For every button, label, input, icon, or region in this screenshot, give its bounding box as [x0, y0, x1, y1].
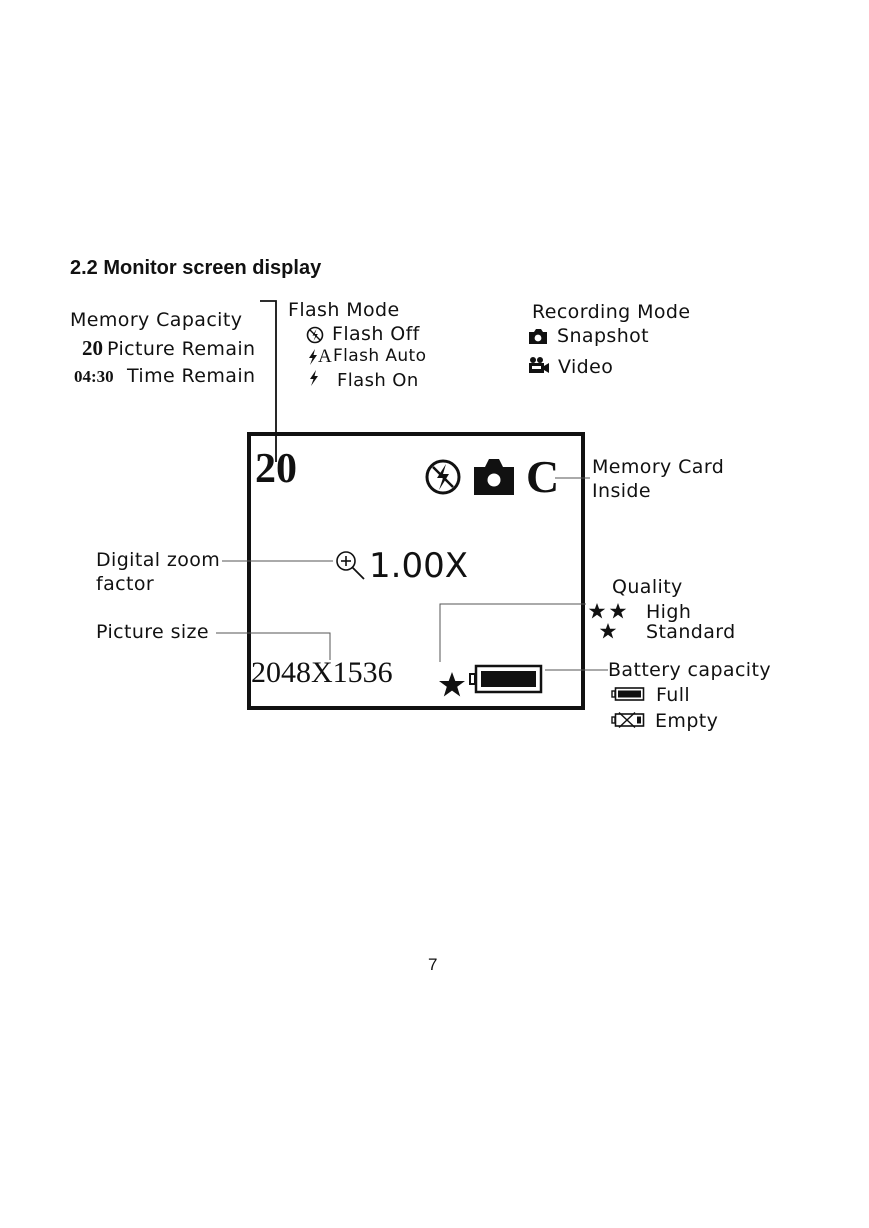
memory-time-value: 04:30 [74, 367, 114, 386]
battery-empty-label: Empty [655, 710, 719, 732]
video-camera-icon [529, 357, 549, 373]
screen-quality-star-icon [439, 672, 465, 697]
recording-snapshot-label: Snapshot [557, 325, 650, 347]
quality-high-label: High [646, 601, 692, 623]
battery-title: Battery capacity [608, 659, 771, 681]
memory-capacity-title: Memory Capacity [70, 309, 243, 331]
memory-picture-label: Picture Remain [107, 338, 256, 360]
monitor-screen [247, 432, 585, 710]
memory-card-line1: Memory Card [592, 456, 725, 478]
zoom-magnifier-icon [336, 551, 365, 580]
memory-card-line2: Inside [592, 480, 651, 502]
memory-picture-count: 20 [82, 336, 103, 360]
screen-battery-icon [469, 664, 543, 694]
flash-mode-title: Flash Mode [288, 299, 400, 321]
flash-auto-label: Flash Auto [333, 346, 427, 366]
battery-full-label: Full [656, 684, 691, 706]
flash-auto-letter: A [318, 346, 332, 367]
standard-quality-star-icon [599, 623, 617, 639]
picture-size-label: Picture size [96, 621, 210, 643]
flash-on-icon [310, 370, 318, 386]
screen-zoom-value: 1.00X [369, 546, 468, 586]
recording-video-label: Video [558, 356, 614, 378]
section-heading: 2.2 Monitor screen display [70, 257, 322, 279]
screen-picture-count: 20 [255, 446, 297, 492]
high-quality-stars-icon [588, 603, 627, 619]
flash-off-icon [306, 326, 324, 344]
zoom-label-line2: factor [96, 573, 155, 595]
battery-empty-icon [611, 712, 645, 728]
flash-on-label: Flash On [337, 370, 419, 391]
screen-picture-size: 2048X1536 [251, 656, 393, 689]
page-number: 7 [428, 955, 438, 974]
recording-mode-title: Recording Mode [532, 301, 691, 323]
flash-auto-bolt-icon [309, 349, 317, 365]
battery-full-icon [611, 687, 645, 701]
quality-standard-label: Standard [646, 621, 736, 643]
camera-icon [529, 329, 547, 344]
memory-time-label: Time Remain [127, 365, 256, 387]
quality-title: Quality [612, 576, 683, 598]
zoom-label-line1: Digital zoom [96, 549, 221, 571]
screen-flash-off-icon [425, 459, 461, 495]
screen-memory-card-letter: C [526, 451, 560, 502]
flash-off-label: Flash Off [332, 323, 420, 345]
screen-camera-icon [474, 459, 514, 495]
